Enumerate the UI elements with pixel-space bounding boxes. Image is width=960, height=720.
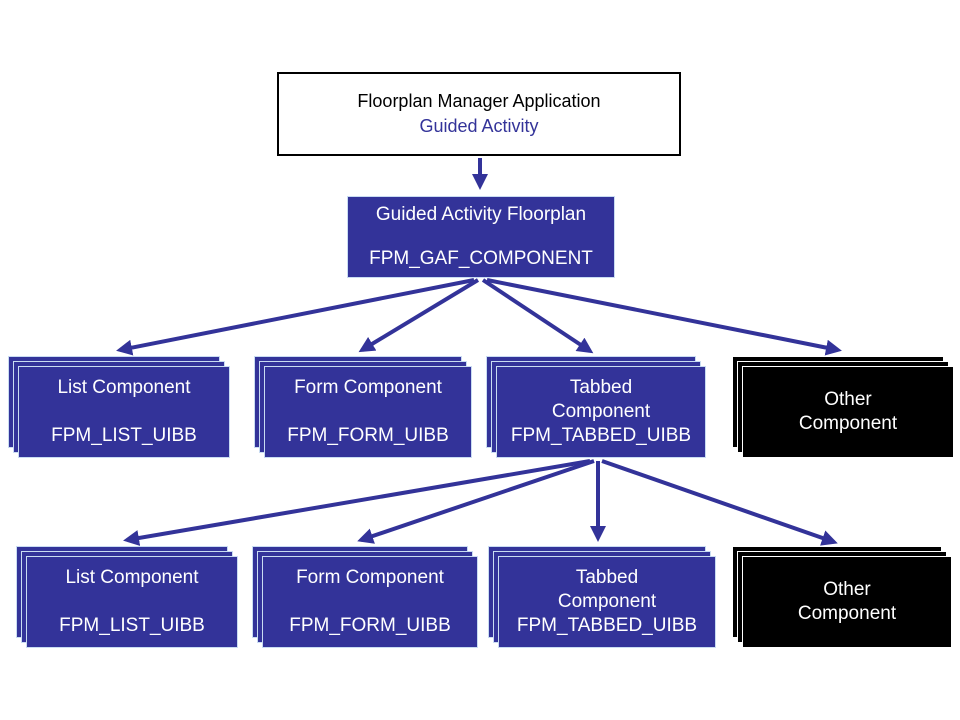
application-subtitle: Guided Activity bbox=[419, 116, 539, 136]
component-tech-name: FPM_TABBED_UIBB bbox=[516, 615, 698, 636]
stack-front-card: Form Component FPM_FORM_UIBB bbox=[262, 556, 478, 648]
component-name: Tabbed Component bbox=[557, 567, 657, 612]
arrow-floorplan-to-other-1 bbox=[486, 278, 842, 356]
arrow-tabbed-to-form-2 bbox=[357, 459, 595, 544]
other-component-box-row2: Other Component bbox=[732, 546, 952, 648]
component-name: Other Component bbox=[797, 579, 897, 624]
component-name: List Component bbox=[65, 567, 199, 588]
component-name: List Component bbox=[57, 377, 191, 398]
tabbed-component-box-row2: Tabbed Component FPM_TABBED_UIBB bbox=[488, 546, 716, 648]
component-name: Form Component bbox=[296, 567, 444, 588]
stack-front-card: Form Component FPM_FORM_UIBB bbox=[264, 366, 472, 458]
stack-front-card: Tabbed Component FPM_TABBED_UIBB bbox=[498, 556, 716, 648]
floorplan-name: Guided Activity Floorplan bbox=[375, 204, 587, 225]
guided-activity-floorplan-box: Guided Activity Floorplan FPM_GAF_COMPON… bbox=[347, 196, 615, 278]
stack-front-card: Tabbed Component FPM_TABBED_UIBB bbox=[496, 366, 706, 458]
component-tech-name: FPM_FORM_UIBB bbox=[287, 425, 449, 446]
floorplan-tech-name: FPM_GAF_COMPONENT bbox=[369, 248, 593, 269]
application-box: Floorplan Manager Application Guided Act… bbox=[277, 72, 681, 156]
list-component-box-row1: List Component FPM_LIST_UIBB bbox=[8, 356, 230, 458]
arrow-floorplan-to-tabbed-1 bbox=[481, 278, 594, 354]
application-title: Floorplan Manager Application bbox=[357, 91, 601, 111]
component-name: Form Component bbox=[294, 377, 442, 398]
stack-front-card: List Component FPM_LIST_UIBB bbox=[18, 366, 230, 458]
arrow-tabbed-to-list-2 bbox=[123, 459, 591, 546]
tabbed-component-box-row1: Tabbed Component FPM_TABBED_UIBB bbox=[486, 356, 706, 458]
arrow-tabbed-to-other-2 bbox=[601, 459, 838, 546]
component-tech-name: FPM_TABBED_UIBB bbox=[510, 425, 692, 446]
list-component-box-row2: List Component FPM_LIST_UIBB bbox=[16, 546, 238, 648]
arrow-floorplan-to-list-1 bbox=[116, 278, 475, 356]
arrow-floorplan-to-form-1 bbox=[358, 278, 480, 353]
component-name: Tabbed Component bbox=[551, 377, 651, 422]
form-component-box-row1: Form Component FPM_FORM_UIBB bbox=[254, 356, 472, 458]
component-name: Other Component bbox=[798, 389, 898, 434]
stack-front-card: List Component FPM_LIST_UIBB bbox=[26, 556, 238, 648]
stack-front-card: Other Component bbox=[742, 556, 952, 648]
component-tech-name: FPM_LIST_UIBB bbox=[59, 615, 205, 636]
stack-front-card: Other Component bbox=[742, 366, 954, 458]
component-tech-name: FPM_FORM_UIBB bbox=[289, 615, 451, 636]
other-component-box-row1: Other Component bbox=[732, 356, 954, 458]
component-tech-name: FPM_LIST_UIBB bbox=[51, 425, 197, 446]
form-component-box-row2: Form Component FPM_FORM_UIBB bbox=[252, 546, 478, 648]
